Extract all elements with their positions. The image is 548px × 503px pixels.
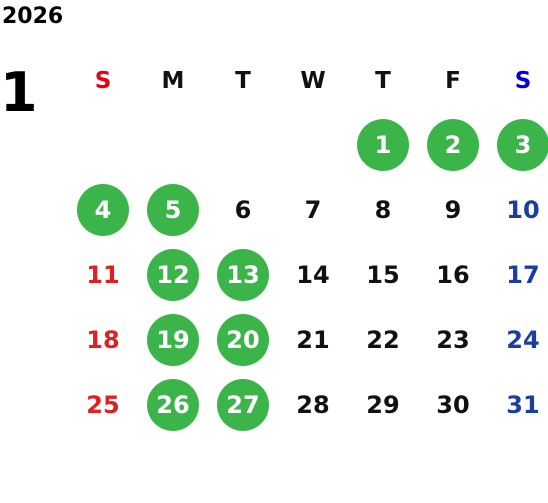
day-19[interactable]: 19 [147, 313, 199, 366]
day-cell: 15 [348, 242, 418, 307]
day-cell: 25 [68, 372, 138, 437]
day-11[interactable]: 11 [86, 260, 120, 289]
day-cell: 4 [68, 177, 138, 242]
day-cell: 28 [278, 372, 348, 437]
weekday-tuesday: T [235, 67, 251, 94]
week-row-5: 25 26 27 28 29 30 31 [68, 372, 548, 437]
day-25[interactable]: 25 [86, 390, 120, 419]
day-cell: 31 [488, 372, 548, 437]
weekday-cell: M [138, 48, 208, 113]
day-14[interactable]: 14 [296, 260, 330, 289]
weekday-cell: W [278, 48, 348, 113]
day-27[interactable]: 27 [217, 378, 269, 431]
day-cell: 7 [278, 177, 348, 242]
day-cell: 27 [208, 372, 278, 437]
day-cell [138, 112, 208, 177]
month-number: 1 [0, 61, 38, 124]
day-26[interactable]: 26 [147, 378, 199, 431]
day-13[interactable]: 13 [217, 248, 269, 301]
day-cell: 8 [348, 177, 418, 242]
weekday-thursday: T [375, 67, 391, 94]
day-7[interactable]: 7 [304, 195, 322, 224]
day-cell: 26 [138, 372, 208, 437]
weekday-cell: S [488, 48, 548, 113]
day-cell [208, 112, 278, 177]
day-10[interactable]: 10 [506, 195, 540, 224]
day-cell: 3 [488, 112, 548, 177]
weekday-wednesday: W [300, 67, 326, 94]
day-28[interactable]: 28 [296, 390, 330, 419]
day-23[interactable]: 23 [436, 325, 470, 354]
day-cell: 24 [488, 307, 548, 372]
day-21[interactable]: 21 [296, 325, 330, 354]
day-29[interactable]: 29 [366, 390, 400, 419]
day-15[interactable]: 15 [366, 260, 400, 289]
day-16[interactable]: 16 [436, 260, 470, 289]
day-cell: 20 [208, 307, 278, 372]
day-cell: 22 [348, 307, 418, 372]
day-cell: 19 [138, 307, 208, 372]
day-12[interactable]: 12 [147, 248, 199, 301]
day-9[interactable]: 9 [444, 195, 462, 224]
day-cell: 21 [278, 307, 348, 372]
day-24[interactable]: 24 [506, 325, 540, 354]
day-cell: 23 [418, 307, 488, 372]
week-row-3: 11 12 13 14 15 16 17 [68, 242, 548, 307]
week-row-1: 1 2 3 [68, 112, 548, 177]
day-1[interactable]: 1 [357, 118, 409, 171]
day-18[interactable]: 18 [86, 325, 120, 354]
day-cell: 9 [418, 177, 488, 242]
day-cell: 10 [488, 177, 548, 242]
day-cell: 17 [488, 242, 548, 307]
day-31[interactable]: 31 [506, 390, 540, 419]
day-cell: 13 [208, 242, 278, 307]
weekday-friday: F [445, 67, 461, 94]
day-17[interactable]: 17 [506, 260, 540, 289]
day-cell [68, 112, 138, 177]
weekday-cell: F [418, 48, 488, 113]
day-cell: 30 [418, 372, 488, 437]
day-cell: 29 [348, 372, 418, 437]
day-cell: 16 [418, 242, 488, 307]
day-22[interactable]: 22 [366, 325, 400, 354]
weekday-monday: M [161, 67, 185, 94]
day-2[interactable]: 2 [427, 118, 479, 171]
day-cell: 5 [138, 177, 208, 242]
day-cell: 11 [68, 242, 138, 307]
day-20[interactable]: 20 [217, 313, 269, 366]
day-cell: 1 [348, 112, 418, 177]
day-4[interactable]: 4 [77, 183, 129, 236]
day-30[interactable]: 30 [436, 390, 470, 419]
year-label: 2026 [2, 4, 64, 29]
day-cell: 14 [278, 242, 348, 307]
day-3[interactable]: 3 [497, 118, 548, 171]
day-6[interactable]: 6 [234, 195, 252, 224]
weekday-cell: T [348, 48, 418, 113]
day-cell: 6 [208, 177, 278, 242]
day-cell: 18 [68, 307, 138, 372]
calendar-grid: S M T W T F S 1 2 3 4 5 6 7 8 9 10 11 12… [68, 48, 548, 437]
weekday-header-row: S M T W T F S [68, 48, 548, 112]
day-8[interactable]: 8 [374, 195, 392, 224]
weekday-cell: S [68, 48, 138, 113]
day-cell [278, 112, 348, 177]
weekday-cell: T [208, 48, 278, 113]
weekday-sunday: S [94, 67, 112, 94]
day-cell: 12 [138, 242, 208, 307]
weekday-saturday: S [514, 67, 532, 94]
week-row-2: 4 5 6 7 8 9 10 [68, 177, 548, 242]
week-row-4: 18 19 20 21 22 23 24 [68, 307, 548, 372]
day-5[interactable]: 5 [147, 183, 199, 236]
day-cell: 2 [418, 112, 488, 177]
